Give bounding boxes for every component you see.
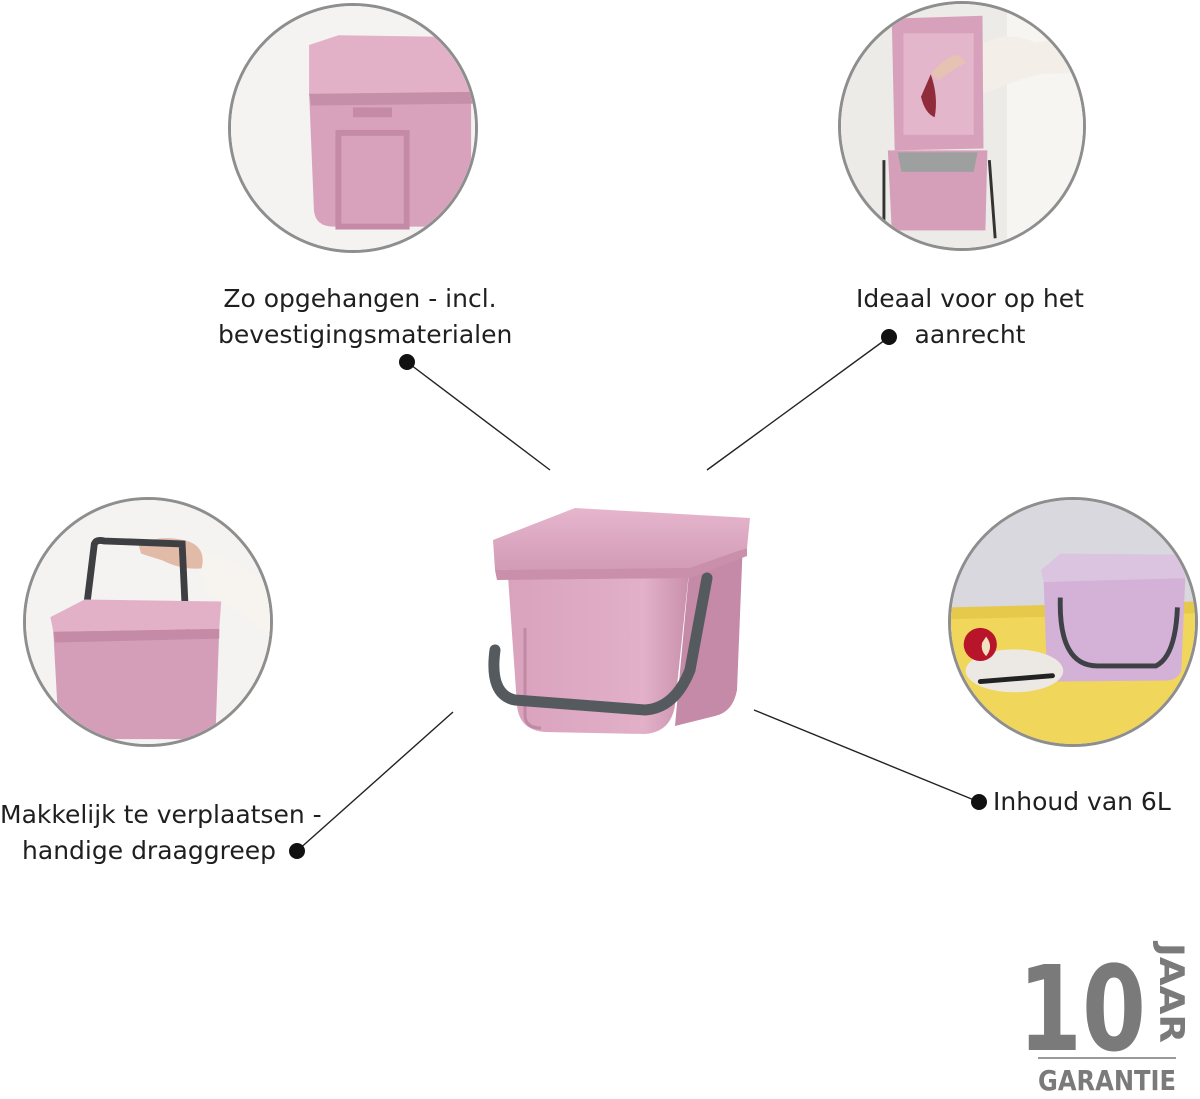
caption-carry-line1: Makkelijk te verplaatsen - xyxy=(0,800,322,829)
caption-carry-line2: handige draaggreep xyxy=(22,836,276,865)
caption-capacity-line1: Inhoud van 6L xyxy=(993,787,1171,816)
bullet-dot-counter xyxy=(881,329,897,345)
guarantee-unit: JAAR xyxy=(1151,941,1191,1043)
carried-bin-icon xyxy=(26,500,270,744)
guarantee-badge: 10 JAAR GARANTIE xyxy=(1018,940,1191,1097)
bullet-dot-wall xyxy=(399,354,415,370)
caption-wall-line1: Zo opgehangen - incl. xyxy=(223,284,497,313)
caption-wall-line2: bevestigingsmaterialen xyxy=(218,320,513,349)
guarantee-label: GARANTIE xyxy=(1038,1064,1176,1097)
connector-wall xyxy=(406,361,551,471)
connector-carry xyxy=(296,711,454,852)
guarantee-number: 10 xyxy=(1018,940,1146,1078)
open-lid-bin-icon xyxy=(841,4,1083,248)
caption-carry: Makkelijk te verplaatsen - handige draag… xyxy=(0,797,322,869)
caption-capacity: Inhoud van 6L xyxy=(993,784,1171,820)
wall-mounted-bin-icon xyxy=(231,6,475,250)
bullet-dot-capacity xyxy=(971,794,987,810)
connector-capacity xyxy=(753,709,980,803)
central-product-bin xyxy=(488,508,750,734)
connector-counter xyxy=(706,336,890,471)
capacity-photo xyxy=(948,497,1198,747)
wall-mounted-photo xyxy=(228,3,478,253)
bullet-dot-carry xyxy=(289,843,305,859)
caption-wall-mounted: Zo opgehangen - incl. bevestigingsmateri… xyxy=(218,281,513,353)
carry-photo xyxy=(23,497,273,747)
caption-counter-line1: Ideaal voor op het xyxy=(856,284,1084,313)
caption-counter-line2: aanrecht xyxy=(914,320,1026,349)
caption-counter: Ideaal voor op het aanrecht xyxy=(852,281,1088,353)
counter-photo xyxy=(838,1,1086,251)
bin-on-table-icon xyxy=(951,500,1195,744)
